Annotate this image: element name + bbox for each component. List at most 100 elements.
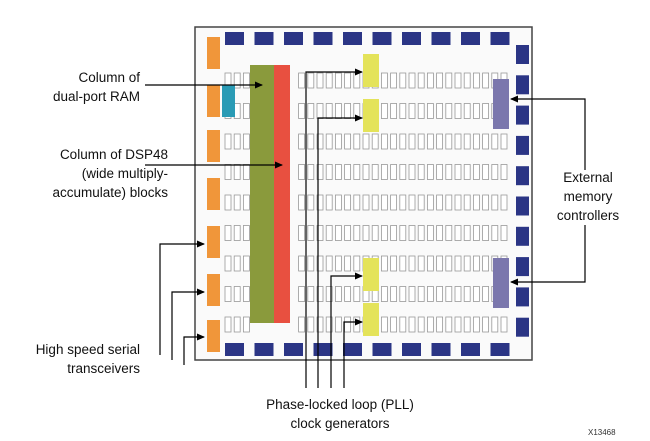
logic-cell — [472, 164, 480, 180]
logic-cell — [344, 286, 352, 302]
logic-cell — [224, 255, 232, 272]
logic-cell — [463, 133, 471, 150]
logic-cell — [242, 103, 250, 119]
logic-cell — [426, 255, 434, 272]
logic-cell — [334, 164, 342, 180]
logic-cell — [399, 72, 407, 89]
logic-cell — [233, 164, 241, 180]
logic-cell — [362, 133, 370, 150]
logic-cell — [454, 286, 462, 302]
transceiver-block — [207, 274, 220, 306]
logic-cell — [390, 286, 398, 302]
logic-cell — [233, 72, 241, 89]
logic-cell — [390, 316, 398, 333]
label-transceivers-line1: High speed serial — [35, 342, 140, 357]
logic-cell — [242, 316, 250, 333]
logic-cell — [482, 225, 490, 241]
logic-cell — [390, 103, 398, 119]
logic-cell — [426, 133, 434, 150]
io-bank-bottom — [225, 343, 244, 356]
transceiver-block — [207, 130, 220, 162]
logic-cell — [454, 133, 462, 150]
logic-cell — [472, 194, 480, 211]
logic-cell — [417, 255, 425, 272]
logic-cell — [436, 133, 444, 150]
logic-cell — [334, 286, 342, 302]
logic-cell — [436, 164, 444, 180]
logic-cell — [362, 164, 370, 180]
io-bank-right — [516, 196, 529, 216]
logic-cell — [353, 286, 361, 302]
logic-cell — [325, 133, 333, 150]
logic-cell — [500, 316, 508, 333]
io-bank-right — [516, 226, 529, 246]
logic-cell — [445, 133, 453, 150]
logic-cell — [371, 225, 379, 241]
logic-cell — [380, 286, 388, 302]
logic-cell — [445, 194, 453, 211]
logic-cell — [334, 103, 342, 119]
logic-cell — [380, 164, 388, 180]
logic-cell — [242, 286, 250, 302]
logic-cell — [426, 316, 434, 333]
logic-cell — [316, 103, 324, 119]
logic-cell — [242, 164, 250, 180]
logic-cell — [344, 225, 352, 241]
logic-cell — [426, 194, 434, 211]
logic-cell — [233, 194, 241, 211]
logic-cell — [500, 164, 508, 180]
logic-cell — [353, 103, 361, 119]
arrow-pll-1 — [305, 68, 363, 388]
label-transceivers-line2: transceivers — [67, 361, 140, 376]
logic-cell — [380, 194, 388, 211]
io-bank-top — [372, 32, 392, 45]
io-bank-right — [516, 45, 529, 64]
logic-cell — [344, 133, 352, 150]
logic-cell — [233, 225, 241, 241]
logic-cell — [380, 255, 388, 272]
logic-cell — [408, 255, 416, 272]
logic-cell — [334, 316, 342, 333]
logic-cell — [417, 72, 425, 89]
logic-cell — [353, 316, 361, 333]
label-dual-port-ram: Column of dual-port RAM — [53, 68, 140, 106]
logic-cell — [325, 255, 333, 272]
logic-cell — [417, 133, 425, 150]
logic-cell — [491, 194, 499, 211]
arrow-memc-1 — [510, 95, 586, 170]
logic-cell — [316, 255, 324, 272]
logic-cell — [344, 164, 352, 180]
io-bank-bottom — [490, 343, 510, 356]
io-bank-top — [313, 32, 333, 45]
logic-cell — [399, 164, 407, 180]
io-bank-bottom — [372, 343, 392, 356]
logic-cell — [334, 72, 342, 89]
logic-cell — [242, 225, 250, 241]
logic-cell — [390, 164, 398, 180]
io-bank-right — [516, 105, 529, 125]
logic-cell — [408, 164, 416, 180]
logic-cell — [362, 225, 370, 241]
logic-cell — [298, 164, 306, 180]
logic-cell — [298, 316, 306, 333]
io-bank-right — [516, 317, 529, 337]
io-bank-bottom — [313, 343, 333, 356]
arrow-pll-3 — [330, 272, 363, 388]
memory-controller-block — [493, 79, 509, 129]
logic-cell — [242, 255, 250, 272]
logic-cell — [298, 255, 306, 272]
logic-cell — [325, 225, 333, 241]
logic-cell — [307, 133, 315, 150]
io-bank-top — [284, 32, 303, 45]
logic-cell — [380, 133, 388, 150]
logic-cell — [472, 316, 480, 333]
logic-cell — [399, 316, 407, 333]
logic-cell — [408, 316, 416, 333]
logic-cell — [298, 133, 306, 150]
arrow-pll-4 — [343, 318, 363, 388]
logic-cell — [353, 194, 361, 211]
logic-cell — [353, 225, 361, 241]
logic-cell — [482, 103, 490, 119]
logic-cell — [500, 194, 508, 211]
arrow-transceiver-2 — [171, 288, 205, 360]
